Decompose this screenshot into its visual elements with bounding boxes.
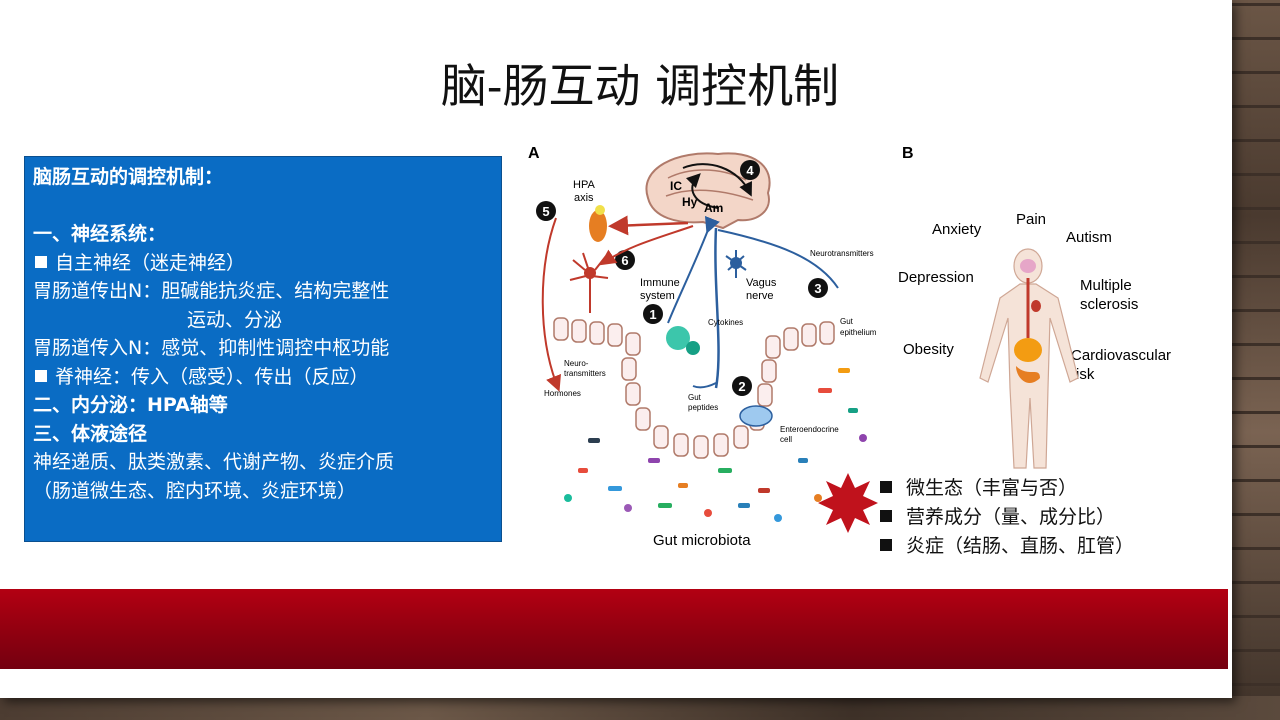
- gut-microbiota-label: Gut microbiota: [653, 532, 751, 549]
- svg-text:5: 5: [542, 204, 549, 219]
- marker-5: 5: [536, 201, 556, 221]
- brain-gut-figure: A IC Hy Am 4 5 6 3 1: [518, 138, 1196, 552]
- immune-label-2: system: [640, 290, 675, 302]
- blank-line: [33, 192, 493, 221]
- mechanism-text-panel: 脑肠互动的调控机制： 一、神经系统： 自主神经（迷走神经） 胃肠道传出N：胆碱能…: [24, 156, 502, 542]
- enteroendocrine-label: Enteroendocrine: [780, 425, 839, 434]
- brain-circuit-arrow: [682, 163, 752, 197]
- hpa-axis-label: axis: [574, 192, 594, 204]
- vagus-nerve-line: [714, 227, 720, 389]
- anxiety-label: Anxiety: [932, 221, 982, 238]
- adrenal-gland-icon: [589, 210, 607, 242]
- pain-label: Pain: [1016, 211, 1046, 228]
- panel-a-label: A: [528, 145, 540, 162]
- square-bullet-icon: [880, 481, 892, 493]
- immune-cell-icon: [666, 326, 690, 350]
- gut-microbiota-icons: [564, 368, 867, 522]
- autonomic-line: 自主神经（迷走神经）: [33, 249, 493, 278]
- enteroendocrine-cell-icon: [739, 405, 773, 427]
- bullet-nutrition: 营养成分（量、成分比）: [880, 503, 1134, 532]
- figure-svg: A IC Hy Am 4 5 6 3 1: [528, 145, 1171, 549]
- bullet-microecology: 微生态（丰富与否）: [880, 474, 1134, 503]
- gut-peptides-label-2: peptides: [688, 403, 718, 412]
- neurotransmitters-label: Neurotransmitters: [810, 249, 874, 258]
- cardiovascular-label: Cardiovascular: [1071, 347, 1171, 364]
- factor-bullet-list: 微生态（丰富与否） 营养成分（量、成分比） 炎症（结肠、直肠、肛管）: [880, 474, 1134, 561]
- hpa-arrow: [608, 215, 689, 236]
- brain-hy-label: Hy: [682, 195, 698, 209]
- gut-epithelium-label-2: epithelium: [840, 328, 877, 337]
- afferent-line: 胃肠道传入N：感觉、抑制性调控中枢功能: [33, 337, 390, 359]
- hormone-arrow: [541, 217, 561, 392]
- spinal-line: 脊神经：传入（感受）、传出（反应）: [33, 363, 493, 392]
- red-neuron-icon: [569, 252, 609, 313]
- svg-text:4: 4: [746, 163, 754, 178]
- neurotransmitters-small-label: Neuro-: [564, 359, 589, 368]
- depression-label: Depression: [898, 269, 974, 286]
- marker-4: 4: [740, 160, 760, 180]
- brick-wall-bottom: [0, 696, 1280, 720]
- efferent-line-cont: 运动、分泌: [187, 308, 283, 331]
- gut-epithelium-label: Gut: [840, 317, 854, 326]
- panel-b-label: B: [902, 145, 914, 162]
- gut-peptides-label: Gut: [688, 393, 702, 402]
- marker-2: 2: [732, 376, 752, 396]
- section-endocrine: 二、内分泌：HPA轴等: [33, 394, 228, 416]
- multiple-sclerosis-label-2: sclerosis: [1080, 296, 1138, 313]
- autism-label: Autism: [1066, 229, 1112, 246]
- square-bullet-icon: [35, 255, 47, 268]
- multiple-sclerosis-label: Multiple: [1080, 277, 1132, 294]
- svg-text:3: 3: [814, 281, 821, 296]
- marker-1: 1: [643, 304, 663, 324]
- hpa-label: HPA: [573, 179, 595, 191]
- humoral-env-line: （肠道微生态、腔内环境、炎症环境）: [33, 479, 357, 502]
- inflammation-starburst-icon: [818, 473, 878, 533]
- vagus-label-2: nerve: [746, 290, 774, 302]
- hormones-label: Hormones: [544, 389, 581, 398]
- neurotransmitters-small-label-2: transmitters: [564, 369, 606, 378]
- humoral-factors-line: 神经递质、肽类激素、代谢产物、炎症介质: [33, 451, 395, 473]
- bullet-inflammation: 炎症（结肠、直肠、肛管）: [880, 532, 1134, 561]
- svg-text:6: 6: [621, 253, 628, 268]
- slide-title: 脑-肠互动 调控机制: [440, 59, 840, 113]
- neuron-arrow: [599, 225, 694, 266]
- square-bullet-icon: [880, 510, 892, 522]
- immune-label: Immune: [640, 277, 680, 289]
- cytokines-label: Cytokines: [708, 318, 743, 327]
- marker-3: 3: [808, 278, 828, 298]
- svg-text:2: 2: [738, 379, 745, 394]
- brain-am-label: Am: [704, 201, 723, 215]
- svg-text:1: 1: [649, 307, 656, 322]
- vagus-label: Vagus: [746, 277, 777, 289]
- square-bullet-icon: [35, 369, 47, 382]
- red-footer-band: [0, 589, 1228, 669]
- square-bullet-icon: [880, 539, 892, 551]
- panel-heading: 脑肠互动的调控机制：: [33, 166, 224, 188]
- gut-epithelium-cells: [553, 317, 835, 459]
- human-body-figure: [979, 248, 1079, 469]
- obesity-label: Obesity: [903, 341, 954, 358]
- efferent-line: 胃肠道传出N：胆碱能抗炎症、结构完整性: [33, 280, 390, 302]
- section-humoral: 三、体液途径: [33, 422, 148, 445]
- brain-ic-label: IC: [670, 179, 682, 193]
- enteroendocrine-label-2: cell: [780, 435, 792, 444]
- section-nervous-system: 一、神经系统：: [33, 223, 167, 245]
- marker-6: 6: [615, 250, 635, 270]
- blue-neuron-icon: [725, 250, 747, 278]
